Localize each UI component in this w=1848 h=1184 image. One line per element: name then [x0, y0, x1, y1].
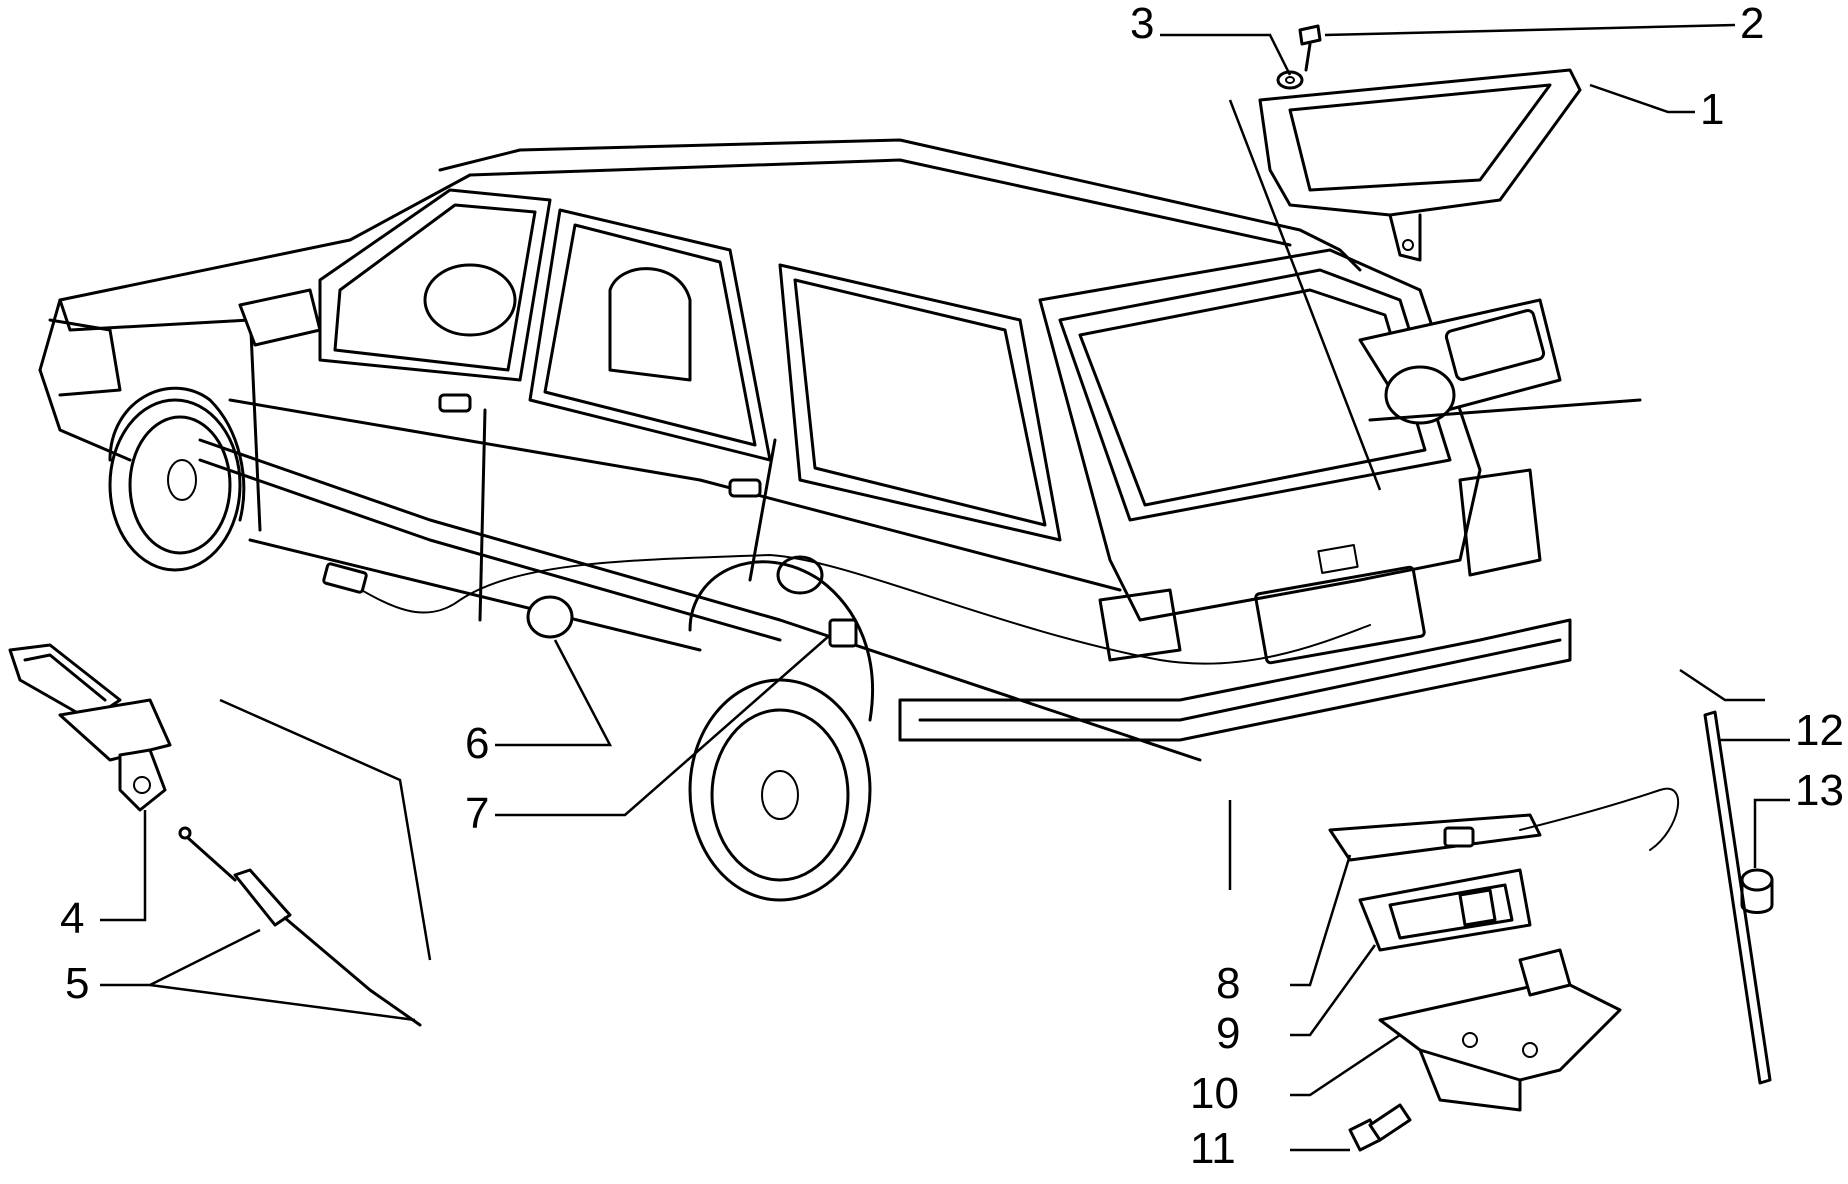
part-9-handle: [1358, 868, 1532, 952]
part-11-bolt: [1348, 1103, 1412, 1152]
part-1-bracket: [1258, 68, 1582, 262]
part-2-screw: [1298, 24, 1322, 72]
car-body: [38, 138, 1642, 902]
part-3-washer: [1276, 70, 1304, 90]
part-13-grommet: [1740, 868, 1774, 914]
callout-2: 2: [1740, 0, 1764, 48]
leader-lines: [100, 23, 1790, 1152]
part-8-lock-plate: [1328, 787, 1679, 862]
callout-8: 8: [1216, 959, 1240, 1008]
callout-1: 1: [1700, 85, 1724, 134]
callout-3: 3: [1130, 0, 1154, 48]
callout-4: 4: [60, 894, 84, 943]
callout-10: 10: [1190, 1069, 1239, 1118]
callout-labels: 1 2 3 4 5 6 7 8 9 10 11 12 13: [60, 0, 1844, 1173]
callout-12: 12: [1795, 706, 1844, 755]
part-4-release-lever: [8, 643, 172, 812]
part-10-latch: [1378, 948, 1622, 1112]
callout-6: 6: [465, 719, 489, 768]
part-5-cable: [178, 826, 422, 1027]
callout-9: 9: [1216, 1009, 1240, 1058]
callout-13: 13: [1795, 766, 1844, 815]
callout-5: 5: [65, 959, 89, 1008]
callout-11: 11: [1190, 1124, 1236, 1173]
callout-7: 7: [465, 789, 489, 838]
part-12-wiper-blade: [1703, 710, 1772, 1085]
